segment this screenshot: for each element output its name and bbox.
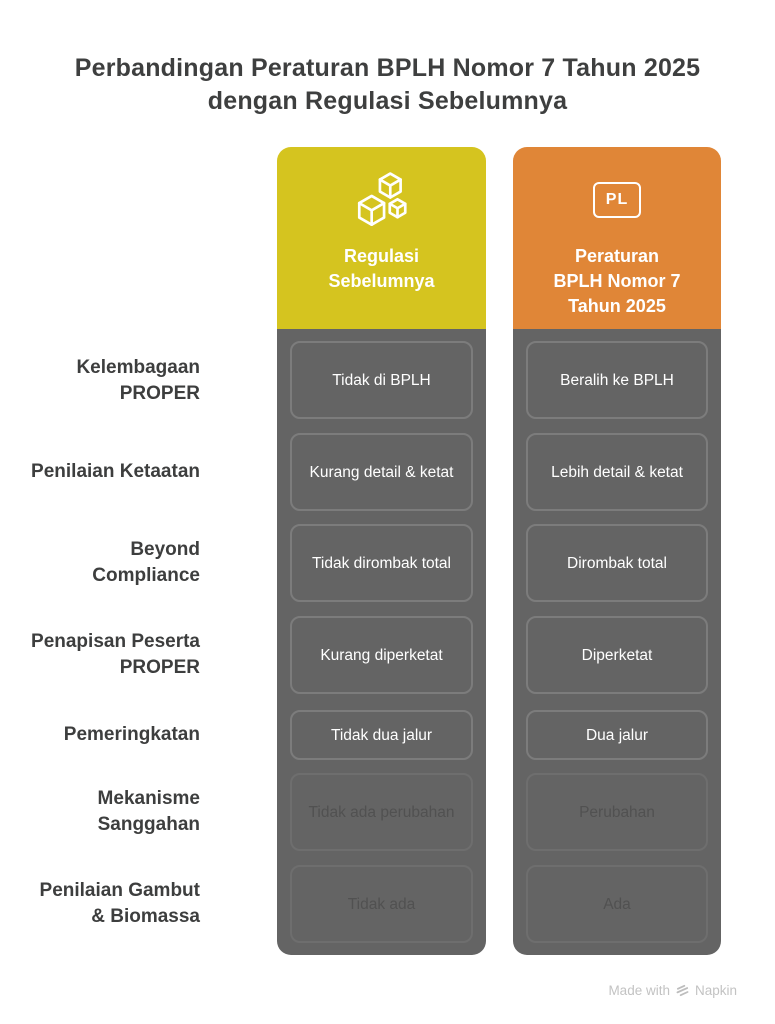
cell-old-pemeringkatan: Tidak dua jalur: [290, 710, 473, 760]
pl-badge-icon: PL: [593, 169, 641, 231]
cell-new-gambut-biomassa: Ada: [526, 865, 708, 943]
cell-old-beyond-compliance: Tidak dirombak total: [290, 524, 473, 602]
cell-new-pemeringkatan: Dua jalur: [526, 710, 708, 760]
column-header-label: Peraturan BPLH Nomor 7 Tahun 2025: [553, 244, 680, 319]
napkin-logo-icon: [675, 983, 690, 998]
header-label-line: Peraturan: [574, 246, 660, 266]
cell-new-beyond-compliance: Dirombak total: [526, 524, 708, 602]
header-label-line: Sebelumnya: [328, 271, 435, 291]
pl-badge-text: PL: [605, 191, 629, 208]
column-header-peraturan-bplh: PL Peraturan BPLH Nomor 7 Tahun 2025: [513, 147, 721, 329]
row-label-beyond-compliance: Beyond Compliance: [92, 539, 200, 586]
cell-old-kelembagaan: Tidak di BPLH: [290, 341, 473, 419]
row-label-penilaian-ketaatan: Penilaian Ketaatan: [31, 461, 200, 482]
column-header-regulasi-sebelumnya: Regulasi Sebelumnya: [277, 147, 486, 329]
row-label-penilaian-gambut-biomassa: Penilaian Gambut & Biomassa: [39, 880, 200, 927]
napkin-brand-text: Napkin: [694, 983, 737, 998]
cell-new-penapisan: Diperketat: [526, 616, 708, 694]
cell-old-gambut-biomassa: Tidak ada: [290, 865, 473, 943]
cell-old-penilaian: Kurang detail & ketat: [290, 433, 473, 511]
made-with-text: Made with: [608, 983, 670, 998]
cell-new-penilaian: Lebih detail & ketat: [526, 433, 708, 511]
cubes-icon: [351, 169, 413, 231]
cell-new-mekanisme-sanggahan: Perubahan: [526, 773, 708, 851]
cell-old-mekanisme-sanggahan: Tidak ada perubahan: [290, 773, 473, 851]
cell-new-kelembagaan: Beralih ke BPLH: [526, 341, 708, 419]
header-label-line: Tahun 2025: [568, 296, 666, 316]
page-title: Perbandingan Peraturan BPLH Nomor 7 Tahu…: [74, 54, 701, 115]
made-with-napkin-credit: Made with Napkin: [608, 983, 737, 998]
row-label-penapisan-peserta-proper: Penapisan Peserta PROPER: [31, 631, 200, 678]
header-label-line: BPLH Nomor 7: [553, 271, 681, 291]
row-label-mekanisme-sanggahan: Mekanisme Sanggahan: [97, 788, 200, 835]
row-label-kelembagaan-proper: Kelembagaan PROPER: [76, 357, 200, 404]
cell-old-penapisan: Kurang diperketat: [290, 616, 473, 694]
column-header-label: Regulasi Sebelumnya: [328, 244, 434, 294]
header-label-line: Regulasi: [343, 246, 419, 266]
row-label-pemeringkatan: Pemeringkatan: [63, 724, 200, 745]
